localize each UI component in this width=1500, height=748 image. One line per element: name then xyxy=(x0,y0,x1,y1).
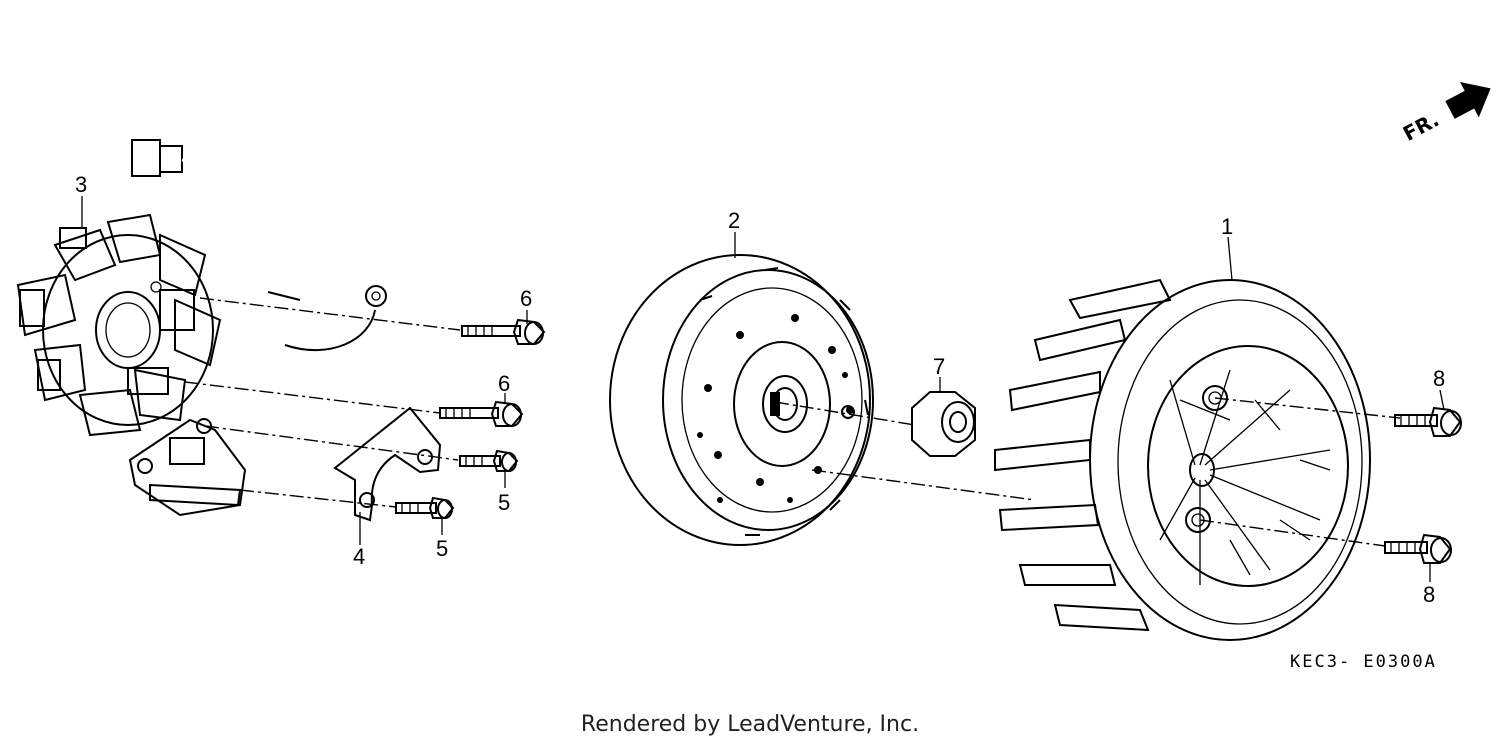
diagram-code: KEC3- E0300A xyxy=(1290,652,1437,672)
alignment-lines xyxy=(184,297,1401,547)
callout-8-upper: 8 xyxy=(1433,366,1445,391)
callout-2: 2 xyxy=(728,208,740,233)
direction-label: FR. xyxy=(1399,107,1443,146)
callout-5-lower: 5 xyxy=(436,536,448,561)
front-direction-arrow: FR. xyxy=(1399,82,1491,146)
callout-6-upper: 6 xyxy=(520,286,532,311)
callout-8-lower: 8 xyxy=(1423,582,1435,607)
footer-credit: Rendered by LeadVenture, Inc. xyxy=(580,712,920,737)
bolt-8-upper[interactable] xyxy=(1394,406,1462,437)
bolt-5-upper[interactable] xyxy=(459,449,519,472)
leader-lines xyxy=(81,196,1445,582)
flywheel-nut[interactable] xyxy=(911,391,976,457)
stator-coil-assembly[interactable] xyxy=(16,139,387,517)
flywheel[interactable] xyxy=(609,254,874,546)
callout-3: 3 xyxy=(75,172,87,197)
cooling-fan[interactable] xyxy=(994,278,1371,641)
callout-4: 4 xyxy=(353,544,365,569)
callout-7: 7 xyxy=(933,354,945,379)
callout-6-lower: 6 xyxy=(498,371,510,396)
bolt-5-lower[interactable] xyxy=(395,496,455,519)
bolt-6-upper[interactable] xyxy=(461,318,546,345)
callout-1: 1 xyxy=(1221,214,1233,239)
bolt-6-lower[interactable] xyxy=(439,400,524,427)
bolt-8-lower[interactable] xyxy=(1384,533,1452,564)
callout-5-upper: 5 xyxy=(498,490,510,515)
